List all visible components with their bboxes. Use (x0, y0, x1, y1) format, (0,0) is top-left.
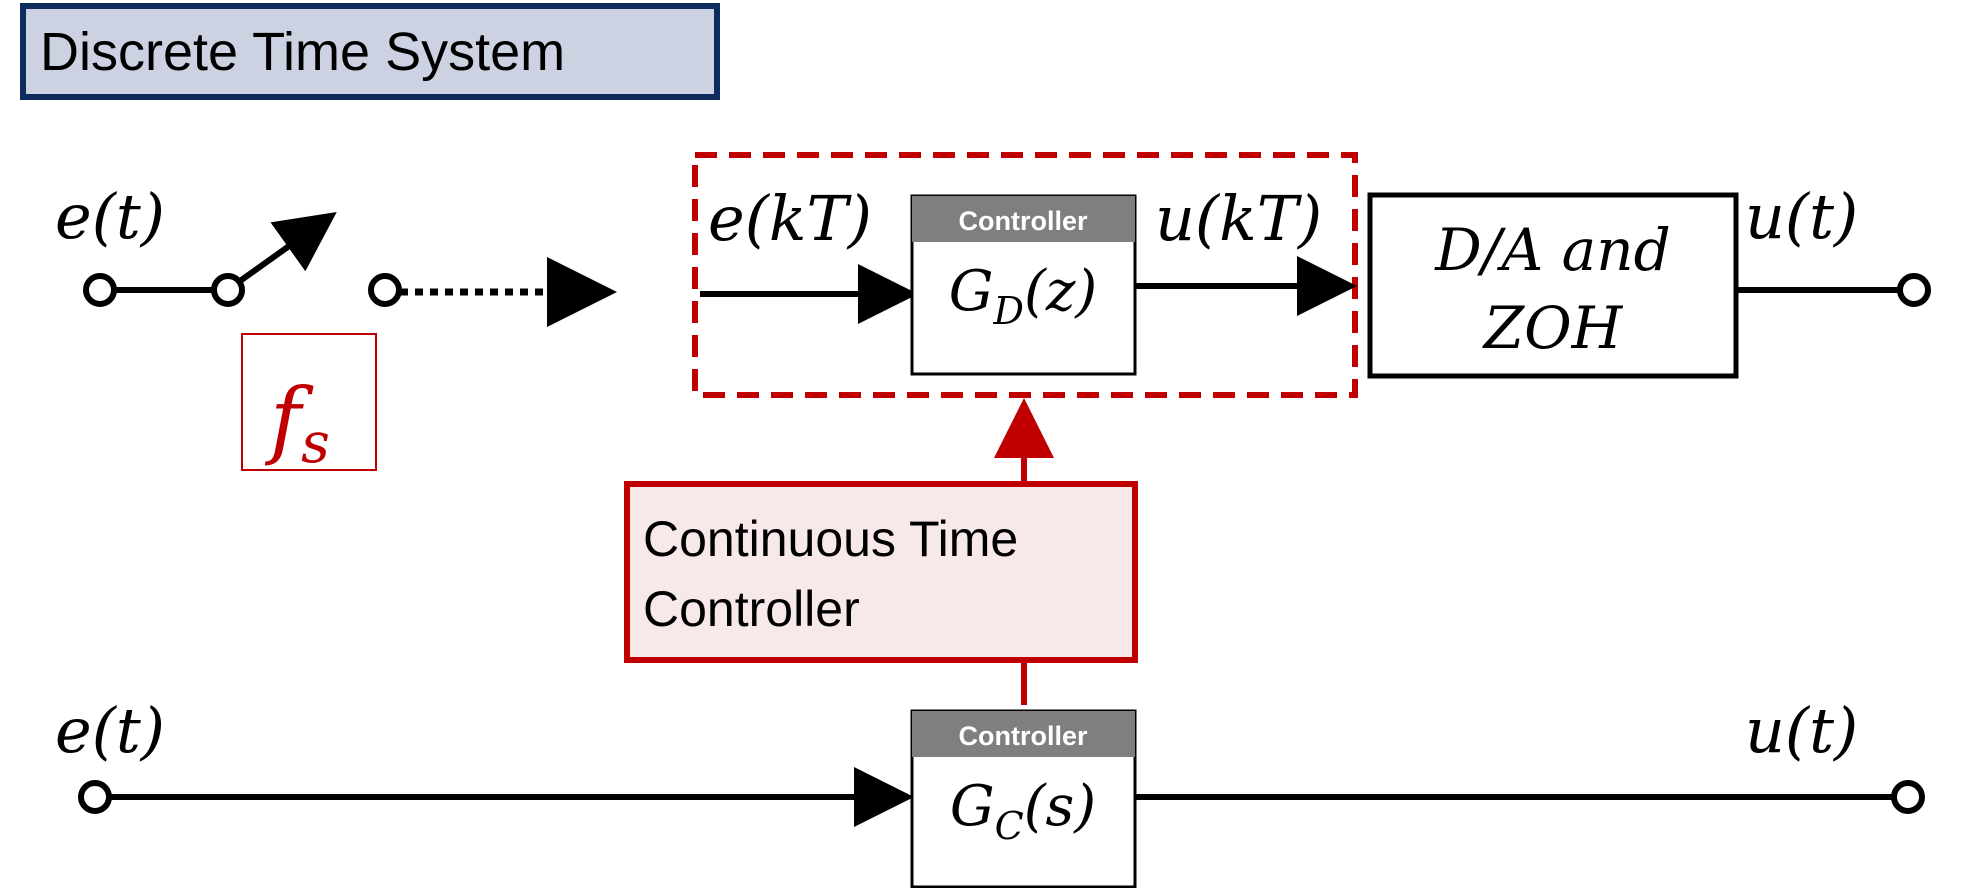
dac-zoh-block (1367, 192, 1739, 379)
sampling-frequency-box (241, 333, 377, 471)
switch-pivot-terminal (211, 273, 245, 307)
bottom-output-label: u(t) (1745, 694, 1858, 767)
dac-zoh-line2: ZOH (1482, 294, 1624, 362)
dac-zoh-line1: D/A and (1434, 216, 1670, 284)
continuous-controller-header-text: Controller (958, 721, 1087, 751)
title-text: Discrete Time System (40, 21, 566, 82)
controller-output-label: u(kT) (1155, 182, 1322, 255)
sampling-switch-arm (238, 212, 337, 284)
title-box: Discrete Time System (20, 3, 720, 100)
bottom-output-terminal (1891, 780, 1925, 814)
top-output-label: u(t) (1745, 180, 1858, 253)
switch-output-terminal (368, 273, 402, 307)
top-input-label: e(t) (55, 180, 165, 253)
continuous-controller-header (912, 711, 1135, 757)
sampled-error-label: e(kT) (708, 182, 872, 255)
continuous-controller-callout (624, 481, 1138, 663)
callout-line2: Controller (643, 581, 860, 637)
discrete-controller-tf: GD(z) (949, 259, 1097, 333)
continuous-controller-tf: GC(s) (950, 774, 1096, 848)
discrete-controller-header (912, 196, 1135, 242)
top-input-terminal (83, 273, 117, 307)
top-output-terminal (1897, 273, 1931, 307)
discrete-controller-header-text: Controller (958, 206, 1087, 236)
discrete-controller-region (692, 152, 1358, 398)
bottom-input-terminal (78, 780, 112, 814)
callout-line1: Continuous Time (643, 511, 1018, 567)
bottom-input-label: e(t) (55, 694, 165, 767)
